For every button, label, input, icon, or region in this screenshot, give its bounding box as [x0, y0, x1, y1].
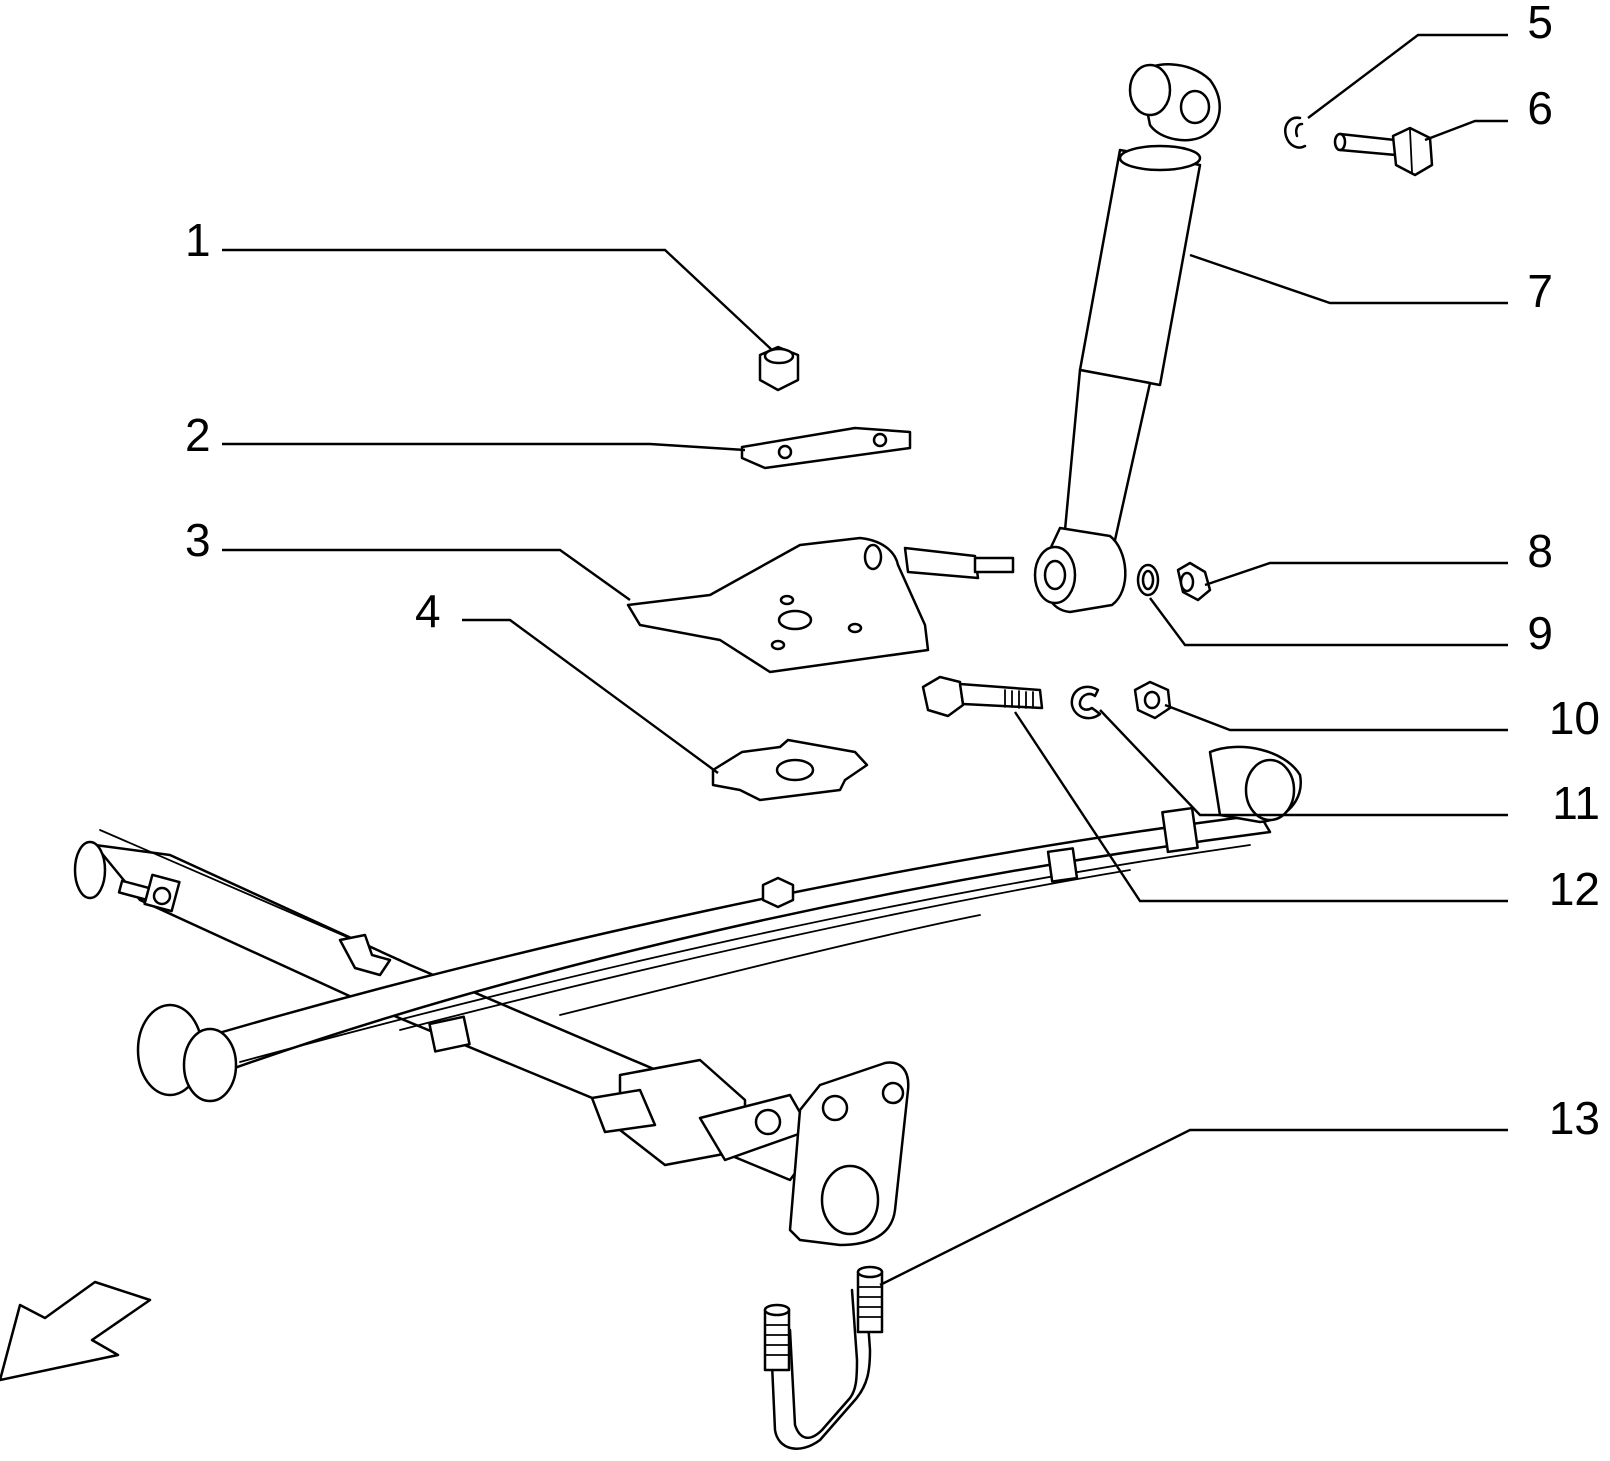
callout-12: 12 [1549, 863, 1600, 915]
part-8-nut [1176, 561, 1212, 602]
front-direction-arrow-icon [0, 1280, 152, 1382]
callout-2: 2 [185, 409, 211, 461]
leader-1 [222, 248, 773, 351]
part-9-washer [1136, 563, 1160, 597]
part-10-nut [1133, 680, 1172, 720]
callout-9: 9 [1527, 607, 1553, 659]
callout-6: 6 [1527, 82, 1553, 134]
leader-4 [462, 618, 719, 774]
leader-lines [222, 33, 1508, 1287]
callout-7: 7 [1527, 265, 1553, 317]
callout-4: 4 [415, 585, 441, 637]
leader-6 [1424, 119, 1508, 142]
spring-seat-bracket [590, 1058, 910, 1247]
part-13-u-bolt [763, 1265, 884, 1450]
callout-5: 5 [1527, 0, 1553, 48]
part-7-shock-absorber [1033, 63, 1221, 614]
callout-3: 3 [185, 514, 211, 566]
part-12-bolt [921, 675, 1044, 718]
part-6-bolt [1333, 126, 1434, 177]
leader-13 [879, 1128, 1508, 1287]
part-3-bracket [626, 536, 1015, 674]
part-5-spring-washer [1284, 116, 1307, 149]
callout-8: 8 [1527, 525, 1553, 577]
leader-9 [1149, 597, 1508, 647]
callout-11: 11 [1552, 777, 1600, 829]
callout-labels: 1 2 3 4 5 6 7 8 9 10 11 12 13 [185, 0, 1600, 1144]
leader-10 [1164, 703, 1508, 732]
part-11-washer [1070, 685, 1102, 720]
callout-10: 10 [1549, 692, 1600, 744]
part-2-plate [740, 426, 912, 470]
leader-2 [222, 442, 746, 452]
leaf-spring [136, 745, 1303, 1103]
part-4-spring-pad [711, 738, 869, 802]
leader-5 [1307, 33, 1508, 119]
leader-8 [1204, 561, 1508, 587]
leader-12 [1013, 711, 1508, 903]
leader-7 [1189, 253, 1508, 305]
leader-11 [1099, 709, 1508, 817]
part-1-nut [758, 345, 800, 392]
leader-3 [222, 548, 631, 601]
callout-1: 1 [185, 214, 211, 266]
callout-13: 13 [1549, 1092, 1600, 1144]
